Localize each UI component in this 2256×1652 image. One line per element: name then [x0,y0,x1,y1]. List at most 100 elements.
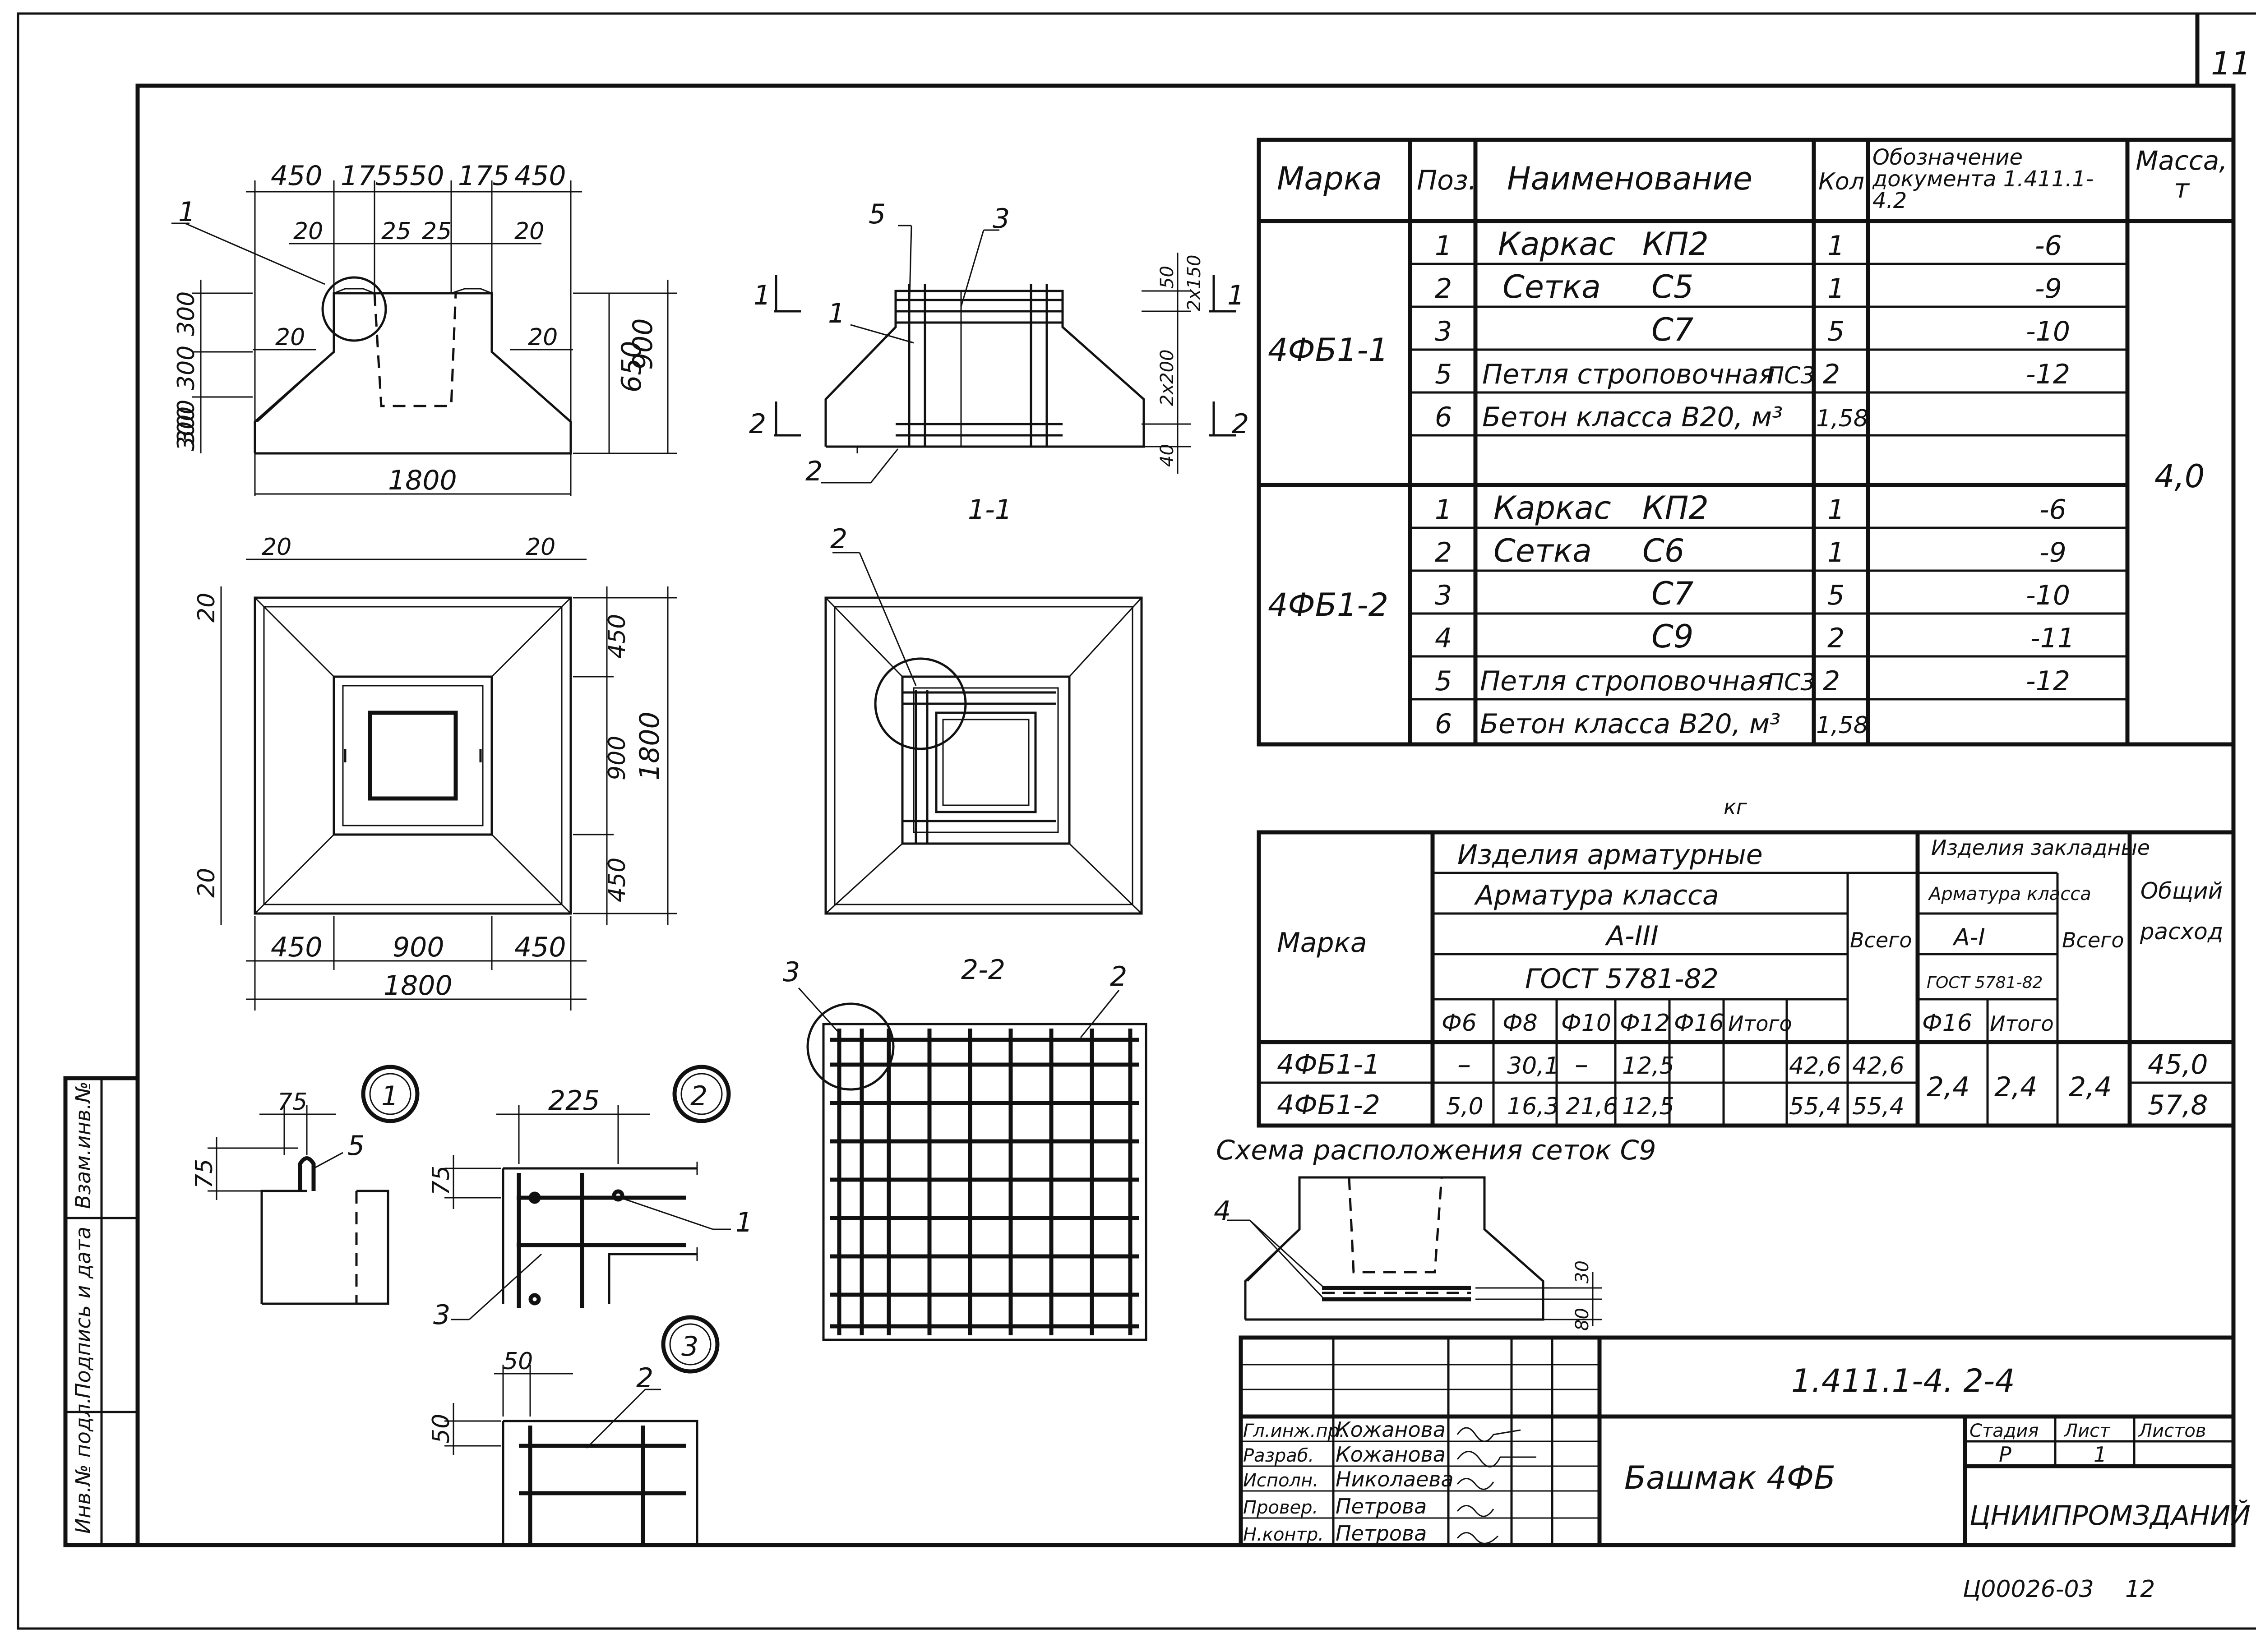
node-1: 1 75 75 5 [191,1065,420,1305]
spec-header-doc-wrap: Обозначение документа 1.411.1-4.2 [1872,147,2094,213]
signature-scribble-2 [1456,1451,1536,1467]
spec-g2-r1-qty: 1 [1827,494,1845,526]
steel-row2-total: 55,4 [1852,1093,1905,1120]
spec-g1-r3-qty: 5 [1827,316,1845,347]
spec-mass: 4,0 [2154,458,2205,495]
cut-2-right: 2 [1232,408,1249,440]
spec-header-name: Наименование [1507,160,1752,197]
c9-dim-80: 80 [1572,1308,1593,1331]
spec-header-mass: Масса, т [2136,147,2228,204]
title-organization: ЦНИИПРОМЗДАНИЙ [1969,1500,2251,1532]
plan-bottom-dim-450b: 450 [514,932,566,963]
spec-g1-r1-qty: 1 [1827,230,1845,262]
spec-g2-r3-code: С7 [1651,575,1693,612]
steel-header-overall: Общий расход [2140,878,2224,945]
side-stamp-cell-3: Взам.инв.№ [71,1081,95,1209]
node1-callout-5: 5 [347,1130,365,1162]
signature-scribble-5 [1456,1532,1499,1544]
plan-view: 20 20 20 20 450 900 450 1800 450 900 450… [193,534,677,1011]
steel-row1-f6: – [1457,1049,1471,1080]
steel-emb-diam-f16: Ф16 [1922,1010,1972,1037]
spec-g1-r4-code: ПС3 [1766,362,1816,389]
node2-callout-3: 3 [433,1299,450,1331]
spec-g1-r1-name: Каркас [1498,226,1616,263]
section-22-label: 2-2 [961,954,1005,986]
signature-scribble-1 [1456,1427,1521,1442]
steel-row2-f8: 16,3 [1507,1093,1559,1120]
spec-g2-r4-pos: 4 [1435,623,1452,654]
spec-g1-r2-qty: 1 [1827,273,1845,305]
sect11-callout-2: 2 [805,456,823,487]
title-stage-header: Стадия [1969,1421,2039,1441]
steel-header-emb-class: Арматура класса [1928,884,2091,904]
steel-header-arm: Изделия арматурные [1457,839,1763,871]
c9-title: Схема расположения сеток С9 [1216,1135,1656,1166]
elev-callout-1: 1 [178,196,195,228]
plan-total-1800: 1800 [384,970,453,1001]
spec-header-mark: Марка [1277,160,1382,197]
spec-g2-r2-doc: -9 [2039,537,2066,568]
sect-dim-50: 50 [1157,266,1178,289]
spec-g1-r4-pos: 5 [1435,359,1452,390]
section-11-label: 1-1 [968,494,1012,526]
spec-g2-r5-qty: 2 [1823,665,1840,697]
plan-top-dim-left: 20 [262,534,291,561]
spec-header-doc: Обозначение документа 1.411.1-4.2 [1872,147,2094,213]
side-stamp: Инв.№ подл. Подпись и дата Взам.инв.№ [63,1076,140,1547]
outer-frame [17,12,2256,1630]
title-sheet: 1 [2094,1442,2107,1467]
node3-dim-50-side: 50 [428,1414,455,1444]
spec-g2-r3-doc: -10 [2026,580,2070,611]
side-stamp-cell-1: Инв.№ подл. [71,1397,95,1534]
cut-2-left: 2 [749,408,766,440]
elev-total-1800: 1800 [388,465,457,496]
spec-table: Марка Поз. Наименование Кол. Обозначение… [1257,138,2236,747]
spec-g2-r1-pos: 1 [1435,494,1452,526]
steel-header-arm-class-value: А-III [1604,920,1659,952]
signature-scribble-4 [1456,1505,1494,1517]
c9-callout-4: 4 [1214,1195,1231,1227]
spec-g2-r6-pos: 6 [1435,708,1452,740]
steel-table: кг Марка Изделия арматурные Арматура кла… [1257,795,2236,1128]
sect-dim-2x150: 2x150 [1184,255,1205,311]
spec-g2-r5-pos: 5 [1435,665,1452,697]
steel-row1-itogo: 42,6 [1789,1052,1841,1080]
plan-bottom-dim-450a: 450 [271,932,323,963]
plan-bottom-dim-900: 900 [393,932,444,963]
spec-g1-r3-doc: -10 [2026,316,2070,347]
spec-group2-mark: 4ФБ1-2 [1268,586,1388,623]
plan-top-dim-right: 20 [526,534,555,561]
steel-header-arm-gost: ГОСТ 5781-82 [1525,963,1719,995]
spec-g1-r2-pos: 2 [1435,273,1452,305]
sig2-name: Кожанова [1336,1442,1446,1467]
spec-g1-r2-code: С5 [1651,268,1693,305]
sect11-callout-3: 3 [993,203,1010,235]
steel-header-total: Всего [1850,928,1912,952]
section-2-2: 2-2 3 2 [783,954,1147,1341]
spec-g2-r2-pos: 2 [1435,537,1452,568]
steel-header-emb-gost: ГОСТ 5781-82 [1927,974,2043,992]
footer-stamp: Ц00026-03 [1963,1576,2094,1603]
spec-g2-r4-doc: -11 [2030,623,2075,654]
steel-diam-itogo: Итого [1728,1011,1792,1036]
spec-g2-r1-doc: -6 [2039,494,2066,526]
spec-g2-r4-qty: 2 [1827,623,1845,654]
spec-g2-r6-name: Бетон класса В20, м³ [1480,708,1780,740]
spec-group1-mark: 4ФБ1-1 [1268,332,1388,369]
steel-header-arm-class: Арматура класса [1474,880,1719,911]
steel-header-emb-total: Всего [2062,928,2124,952]
spec-g2-r1-name: Каркас [1493,489,1611,526]
spec-g2-r3-pos: 3 [1435,580,1452,611]
inner-frame [135,83,2236,1547]
elev-left-dim-1: 300 [173,291,200,336]
sig5-role: Н.контр. [1243,1524,1324,1545]
spec-g2-r5-name: Петля строповочная [1480,665,1773,697]
steel-unit: кг [1724,795,1747,819]
elev-dim-450-left: 450 [271,160,323,192]
spec-g1-r4-doc: -12 [2026,359,2070,390]
spec-header-qty: Кол. [1818,168,1872,195]
sig4-name: Петрова [1336,1494,1427,1518]
spec-g1-r5-pos: 6 [1435,401,1452,433]
steel-emb-f16: 2,4 [1927,1071,1969,1103]
node2-dim-75: 75 [428,1166,455,1195]
